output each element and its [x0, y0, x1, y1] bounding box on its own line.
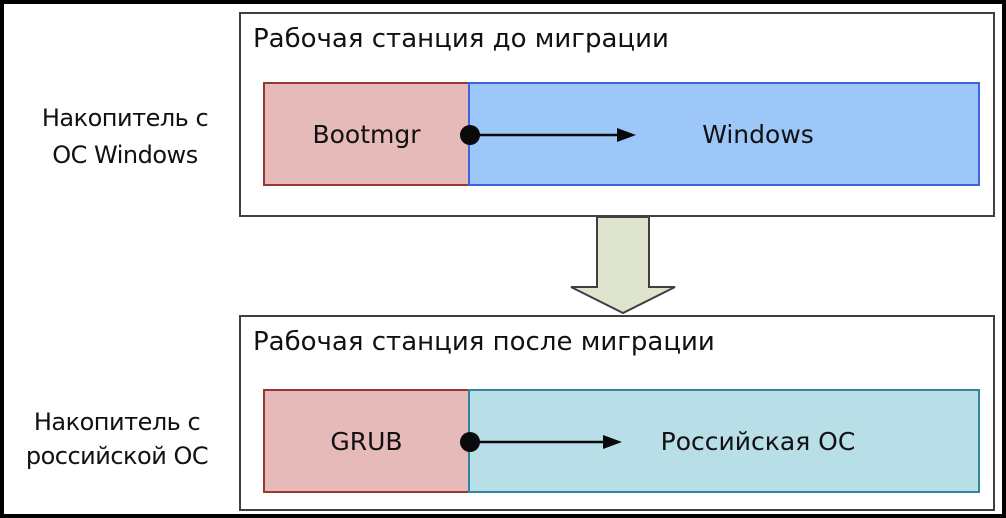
workstation-after-title: Рабочая станция после миграции — [253, 327, 715, 357]
drive-label-russian-line2: российской ОС — [25, 442, 209, 470]
drive-label-russian-line1: Накопитель с — [33, 408, 201, 436]
workstation-before-title: Рабочая станция до миграции — [253, 24, 669, 54]
bootmgr-partition-label: Bootmgr — [312, 119, 421, 149]
drive-label-windows: Накопитель с ОС Windows — [19, 100, 231, 174]
drive-label-windows-line2: ОС Windows — [52, 141, 198, 169]
grub-partition: GRUB — [263, 389, 468, 493]
russian-os-partition-label: Российская ОС — [660, 426, 856, 456]
windows-partition: Windows — [468, 82, 980, 186]
drive-label-windows-line1: Накопитель с — [41, 104, 209, 132]
boot-arrowhead-after — [603, 435, 622, 449]
boot-flow-arrow-before — [460, 125, 636, 145]
boot-arrowhead-before — [617, 128, 636, 142]
bootmgr-partition: Bootmgr — [263, 82, 468, 186]
migration-down-arrow-shape — [570, 216, 676, 315]
boot-flow-arrow-after — [460, 432, 622, 452]
grub-partition-label: GRUB — [330, 426, 403, 456]
drive-label-russian-os: Накопитель с российской ОС — [11, 405, 223, 473]
windows-partition-label: Windows — [702, 119, 814, 149]
migration-down-arrow — [570, 216, 676, 315]
